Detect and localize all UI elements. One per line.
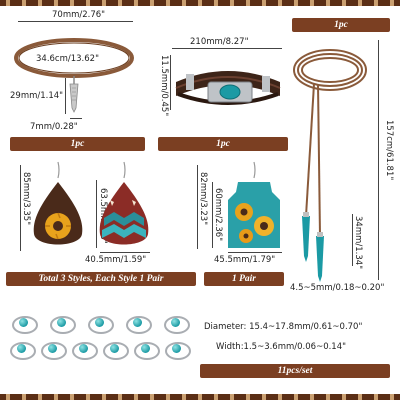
bracelet-qty-banner: 1pc <box>158 137 288 151</box>
tag-inner-height-line <box>212 182 213 248</box>
lariat-charm-line <box>352 214 353 266</box>
bracelet-height-label: 11.5mm/0.45" <box>159 55 169 117</box>
teardrop-width-line <box>100 252 150 253</box>
lariat-width-label: 4.5~5mm/0.18~0.20" <box>290 283 385 293</box>
tag-width-line <box>228 252 282 253</box>
bracelet-length-line <box>172 48 282 49</box>
bottom-border <box>0 394 400 400</box>
teardrop-width-label: 40.5mm/1.59" <box>85 255 147 265</box>
rings-diameter-label: Diameter: 15.4~17.8mm/0.61~0.70" <box>204 322 363 332</box>
rings-grid <box>8 312 196 362</box>
teardrop-caption-banner: Total 3 Styles, Each Style 1 Pair <box>6 272 196 286</box>
choker-image <box>14 38 134 113</box>
choker-charm-width-label: 7mm/0.28" <box>30 122 78 132</box>
tag-outer-height-label: 82mm/3.23" <box>198 172 208 226</box>
choker-width-label: 70mm/2.76" <box>52 10 106 20</box>
lariat-image <box>293 49 367 282</box>
choker-charm-height-line <box>65 78 66 114</box>
rings-width-label: Width:1.5~3.6mm/0.06~0.14" <box>216 342 347 352</box>
tag-width-label: 45.5mm/1.79" <box>214 255 276 265</box>
bracelet-image <box>175 71 281 105</box>
teardrop-earring-left <box>33 161 83 245</box>
teardrop-outer-height-line <box>20 165 21 251</box>
teardrop-earring-right <box>99 161 149 245</box>
bracelet-height-line <box>170 55 171 110</box>
choker-charm-width-line <box>70 118 82 119</box>
rings-caption-banner: 11pcs/set <box>200 364 390 378</box>
lariat-charm-label: 34mm/1.34" <box>353 216 363 270</box>
tag-caption-banner: 1 Pair <box>204 272 284 286</box>
choker-length-label: 34.6cm/13.62" <box>36 54 99 64</box>
teardrop-inner-height-line <box>96 180 97 248</box>
choker-qty-banner: 1pc <box>10 137 145 151</box>
teardrop-outer-height-label: 85mm/3.35" <box>21 172 31 226</box>
top-border <box>0 0 400 6</box>
lariat-length-line <box>378 40 379 280</box>
lariat-length-label: 157cm/61.81" <box>384 120 394 181</box>
tag-earring <box>228 161 280 248</box>
tag-outer-height-line <box>197 165 198 249</box>
choker-charm-height-label: 29mm/1.14" <box>10 91 64 101</box>
choker-width-line <box>18 21 133 22</box>
bracelet-length-label: 210mm/8.27" <box>190 37 249 47</box>
tag-inner-height-label: 60mm/2.36" <box>213 188 223 242</box>
lariat-qty-banner: 1pc <box>292 18 390 32</box>
